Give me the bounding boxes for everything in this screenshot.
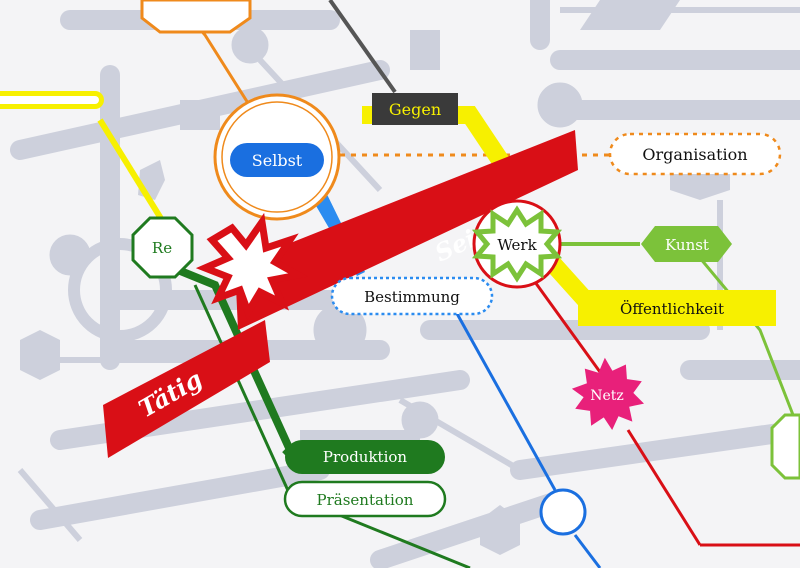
- praesentation-node[interactable]: Präsentation: [283, 480, 447, 518]
- green-octagon-node[interactable]: [770, 413, 800, 480]
- top-hexagon-node[interactable]: [140, 0, 252, 34]
- gegen-node[interactable]: Gegen: [372, 93, 458, 125]
- taetig-band: Tätig: [103, 320, 270, 458]
- re-node[interactable]: Re: [131, 216, 194, 279]
- kunst-label: Kunst: [665, 236, 709, 254]
- werk-label: Werk: [497, 236, 537, 254]
- oeffentlichkeit-node[interactable]: Öffentlichkeit: [578, 290, 776, 326]
- blue-circle-node[interactable]: [539, 488, 587, 536]
- werk-node[interactable]: Werk: [471, 199, 563, 289]
- netz-label: Netz: [590, 388, 624, 404]
- oeffentlichkeit-label: Öffentlichkeit: [620, 300, 724, 318]
- re-label: Re: [152, 239, 172, 257]
- organisation-node[interactable]: Organisation: [608, 132, 782, 176]
- bestimmung-node[interactable]: Bestimmung: [330, 276, 494, 316]
- produktion-node[interactable]: Produktion: [285, 440, 445, 474]
- netz-node[interactable]: Netz: [571, 357, 645, 431]
- gegen-label: Gegen: [389, 100, 441, 119]
- organisation-label: Organisation: [642, 145, 747, 164]
- bestimmung-label: Bestimmung: [364, 288, 460, 306]
- starburst-icon: [195, 212, 309, 321]
- kunst-node[interactable]: Kunst: [641, 226, 732, 262]
- background-network: [10, 0, 800, 568]
- selbst-label: Selbst: [252, 151, 303, 170]
- selbst-node[interactable]: Selbst: [213, 93, 341, 221]
- praesentation-label: Präsentation: [317, 491, 414, 509]
- produktion-label: Produktion: [323, 448, 408, 466]
